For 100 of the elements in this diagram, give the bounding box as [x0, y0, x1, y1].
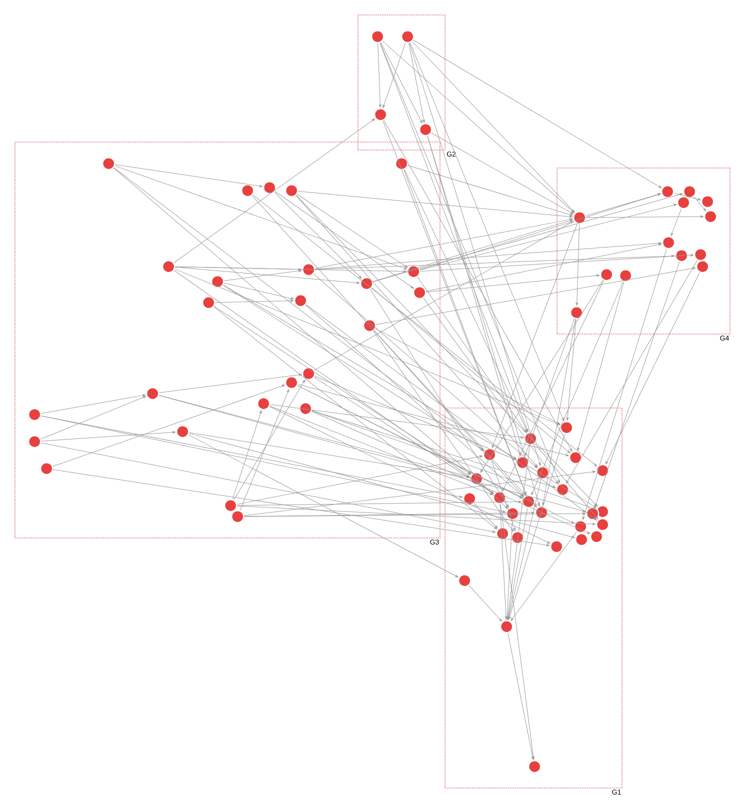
- arrow: [314, 242, 662, 270]
- arrow: [380, 42, 528, 432]
- arrow: [174, 266, 407, 273]
- node-dot: [596, 518, 610, 532]
- arrow: [40, 396, 146, 440]
- arrow: [298, 384, 569, 456]
- node-dot: [463, 492, 476, 506]
- arrow: [382, 40, 574, 213]
- node-dot: [590, 530, 604, 544]
- arrow: [508, 632, 534, 760]
- node-dot: [677, 196, 690, 210]
- arrow: [244, 470, 596, 516]
- node-dot: [528, 760, 542, 774]
- arrow: [240, 389, 290, 511]
- arrow: [274, 192, 362, 279]
- arrow: [297, 385, 574, 524]
- arrow: [174, 268, 560, 426]
- arrow: [306, 304, 597, 520]
- node-dot: [176, 425, 190, 438]
- node-dot: [146, 387, 160, 400]
- arrow: [374, 330, 537, 508]
- arrow: [371, 288, 570, 454]
- arrow: [52, 384, 285, 467]
- node-dot: [458, 574, 472, 588]
- arrow: [158, 374, 302, 393]
- arrow: [380, 42, 422, 124]
- node-dot: [257, 397, 270, 410]
- arrow: [481, 482, 508, 509]
- node-dot: [701, 195, 714, 208]
- arrow: [312, 410, 556, 488]
- arrow: [174, 270, 494, 494]
- arrow: [426, 243, 662, 292]
- node-dot: [600, 268, 614, 282]
- arrow: [524, 318, 575, 456]
- arrow: [313, 274, 538, 468]
- node-dot: [694, 248, 708, 262]
- arrow: [236, 455, 483, 505]
- arrow: [188, 432, 470, 478]
- node-dot: [704, 210, 718, 224]
- arrow: [506, 520, 512, 620]
- arrow: [410, 42, 564, 422]
- node-dot: [696, 260, 710, 274]
- arrow: [586, 215, 704, 218]
- arrow: [188, 433, 575, 538]
- arrow: [566, 318, 576, 421]
- arrow: [670, 208, 682, 236]
- node-dot: [299, 402, 312, 416]
- arrow: [412, 41, 575, 213]
- node-dot: [374, 108, 388, 122]
- arrow: [311, 411, 590, 534]
- node-dot: [569, 451, 582, 464]
- arrow: [528, 466, 597, 508]
- arrow: [40, 394, 146, 414]
- arrow: [214, 300, 294, 303]
- node-dot: [241, 184, 254, 198]
- arrow: [474, 503, 498, 529]
- arrow: [314, 254, 675, 270]
- arrow: [378, 42, 382, 108]
- arrow: [252, 194, 598, 466]
- node-dot: [102, 157, 116, 170]
- arrow: [232, 410, 262, 500]
- node-dot: [202, 296, 216, 310]
- arrow: [370, 288, 509, 508]
- arrow: [214, 306, 471, 475]
- node-dot: [395, 157, 408, 170]
- arrow: [594, 262, 680, 507]
- arrow: [269, 406, 550, 544]
- arrow: [417, 276, 527, 433]
- arrow: [312, 410, 596, 510]
- arrow: [382, 42, 406, 108]
- node-dot: [40, 462, 54, 476]
- node-dot: [575, 533, 588, 546]
- arrow: [314, 221, 574, 371]
- node-dot: [419, 123, 432, 136]
- arrow: [224, 270, 302, 281]
- arrow: [427, 136, 540, 506]
- arrow: [40, 431, 176, 442]
- arrow: [114, 166, 407, 270]
- arrow: [244, 512, 586, 517]
- arrow: [534, 443, 598, 520]
- arrow: [500, 504, 508, 620]
- arrow: [274, 191, 414, 289]
- node-dot: [294, 294, 308, 308]
- arrow: [373, 330, 514, 532]
- node-dot: [570, 306, 584, 320]
- arrow: [420, 193, 661, 270]
- node-dot: [263, 181, 276, 194]
- arrow: [305, 304, 524, 497]
- node-dot: [28, 435, 42, 448]
- arrow: [468, 585, 502, 622]
- arrow: [586, 193, 661, 216]
- arrow: [694, 196, 706, 212]
- arrow: [531, 281, 624, 496]
- node-dot: [28, 408, 42, 422]
- arrow: [408, 42, 425, 123]
- node-dot: [683, 185, 696, 198]
- arrow: [431, 132, 574, 214]
- arrow: [491, 460, 516, 531]
- arrow: [223, 284, 517, 460]
- node-dot: [371, 30, 384, 44]
